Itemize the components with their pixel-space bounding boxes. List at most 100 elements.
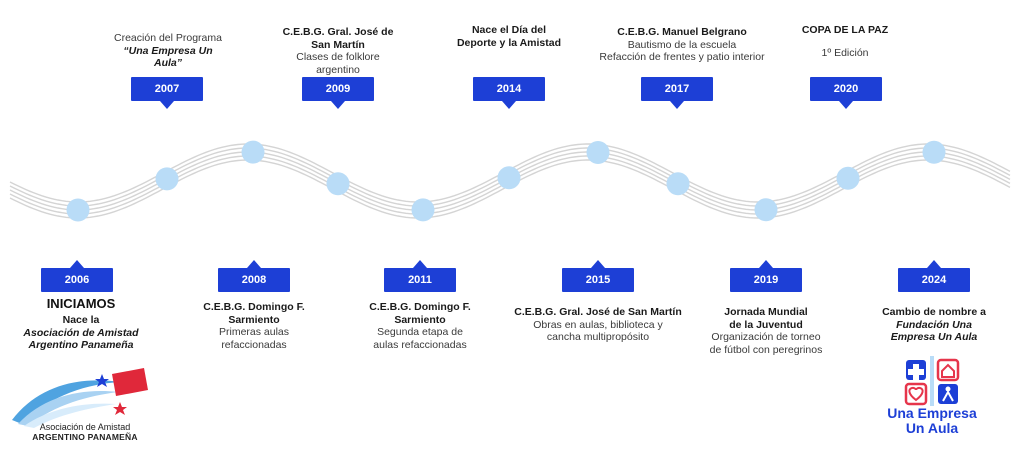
- event-2017-line2: Bautismo de la escuela: [627, 38, 737, 51]
- logo-swoosh-light: [18, 391, 118, 426]
- event-2017-line3: Refacción de frentes y patio interior: [599, 51, 765, 63]
- timeline-node: [411, 198, 435, 222]
- event-2020-line2: 1º Edición: [821, 46, 869, 59]
- una-empresa-logo-line1: Una Empresa: [887, 405, 977, 421]
- event-2009-line1: C.E.B.G. Gral. José de: [282, 26, 394, 38]
- event-2019-line3: Organización de torneo: [711, 331, 821, 343]
- asociacion-logo-text: Asociación de Amistad ARGENTINO PANAMEÑA: [22, 422, 148, 442]
- year-tag-2017: 2017: [641, 77, 713, 109]
- timeline-node: [497, 166, 521, 190]
- year-tag-2008: 2008: [218, 260, 290, 292]
- year-tag-2015: 2015: [562, 260, 634, 292]
- year-tag-2009: 2009: [302, 77, 374, 109]
- event-2019-text: Jornada Mundial de la Juventud Organizac…: [690, 306, 842, 356]
- year-label-2015: 2015: [562, 268, 634, 292]
- event-2008-line2: Sarmiento: [228, 313, 280, 326]
- timeline-node: [241, 140, 265, 164]
- event-2006-line2: Nace la: [62, 314, 100, 326]
- timeline-node: [155, 167, 179, 191]
- pointer-2009: [331, 101, 345, 109]
- logo-swoosh-pale: [24, 403, 116, 428]
- timeline-node: [66, 198, 90, 222]
- event-2011-text: C.E.B.G. Domingo F. Sarmiento Segunda et…: [350, 301, 490, 351]
- year-tag-2007: 2007: [131, 77, 203, 109]
- event-2006-line3: Asociación de Amistad: [23, 326, 139, 339]
- year-tag-2014: 2014: [473, 77, 545, 109]
- event-2014-line1: Nace el Día del: [471, 24, 547, 36]
- heart-icon: [908, 386, 924, 402]
- event-2007-line1: Creación del Programa: [114, 32, 222, 44]
- event-2019-line4: de fútbol con peregrinos: [709, 343, 823, 356]
- event-2014-text: Nace el Día del Deporte y la Amistad: [434, 24, 584, 49]
- pointer-2011: [413, 260, 427, 268]
- event-2008-text: C.E.B.G. Domingo F. Sarmiento Primeras a…: [184, 301, 324, 351]
- pointer-2019: [759, 260, 773, 268]
- event-2009-line3: Clases de folklore: [296, 51, 380, 63]
- flag-red-icon: [112, 368, 148, 396]
- timeline-node: [754, 198, 778, 222]
- year-label-2006: 2006: [41, 268, 113, 292]
- logo-heart-tile: [904, 382, 928, 406]
- year-tag-2020: 2020: [810, 77, 882, 109]
- event-2006-text: INICIAMOS Nace la Asociación de Amistad …: [6, 296, 156, 352]
- pointer-2006: [70, 260, 84, 268]
- timeline-node: [586, 141, 610, 164]
- wave-nodes: [66, 140, 946, 222]
- year-label-2008: 2008: [218, 268, 290, 292]
- pointer-2014: [502, 101, 516, 109]
- event-2019-line2: de la Juventud: [729, 318, 803, 331]
- una-empresa-logo-text: Una Empresa Un Aula: [862, 406, 1002, 436]
- year-label-2017: 2017: [641, 77, 713, 101]
- event-2009-text: C.E.B.G. Gral. José de San Martín Clases…: [268, 26, 408, 76]
- event-2007-line3: Aula”: [153, 57, 182, 69]
- event-2017-line1: C.E.B.G. Manuel Belgrano: [617, 26, 747, 38]
- year-label-2007: 2007: [131, 77, 203, 101]
- year-tag-2006: 2006: [41, 260, 113, 292]
- pointer-2007: [160, 101, 174, 109]
- event-2011-line2: Sarmiento: [394, 313, 446, 326]
- logo-house-tile: [936, 358, 960, 382]
- event-2015-text: C.E.B.G. Gral. José de San Martín Obras …: [500, 306, 696, 344]
- year-label-2014: 2014: [473, 77, 545, 101]
- event-2020-text: COPA DE LA PAZ 1º Edición: [790, 24, 900, 59]
- event-2015-line2: Obras en aulas, biblioteca y: [533, 318, 663, 331]
- year-tag-2011: 2011: [384, 260, 456, 292]
- year-label-2009: 2009: [302, 77, 374, 101]
- event-2008-line1: C.E.B.G. Domingo F.: [203, 301, 305, 313]
- asociacion-logo: [12, 368, 148, 428]
- star-blue-icon: [95, 374, 109, 387]
- event-2024-line1: Cambio de nombre a: [882, 306, 986, 318]
- event-2017-text: C.E.B.G. Manuel Belgrano Bautismo de la …: [582, 26, 782, 64]
- una-empresa-logo: [904, 356, 960, 406]
- pointer-2015: [591, 260, 605, 268]
- timeline-node: [836, 166, 860, 190]
- event-2015-line1: C.E.B.G. Gral. José de San Martín: [514, 306, 682, 318]
- event-2009-line4: argentino: [316, 63, 360, 76]
- year-tag-2019: 2019: [730, 260, 802, 292]
- asociacion-logo-line1: Asociación de Amistad: [39, 422, 131, 432]
- pointer-2020: [839, 101, 853, 109]
- event-2011-line4: aulas refaccionadas: [373, 338, 467, 351]
- una-empresa-logo-line2: Un Aula: [905, 420, 959, 436]
- event-2020-line1: COPA DE LA PAZ: [801, 24, 889, 36]
- person-body-icon: [942, 389, 954, 402]
- pointer-2008: [247, 260, 261, 268]
- pointer-2017: [670, 101, 684, 109]
- event-2024-line3: Empresa Un Aula: [890, 331, 978, 343]
- house-icon: [941, 363, 955, 378]
- event-2009-line2: San Martín: [311, 38, 365, 51]
- event-2008-line3: Primeras aulas: [218, 326, 290, 338]
- year-label-2011: 2011: [384, 268, 456, 292]
- event-2007-line2: “Una Empresa Un: [123, 44, 213, 57]
- event-2019-line1: Jornada Mundial: [724, 306, 808, 318]
- timeline-node: [666, 172, 690, 196]
- year-label-2019: 2019: [730, 268, 802, 292]
- event-2014-line2: Deporte y la Amistad: [456, 36, 562, 49]
- year-label-2024: 2024: [898, 268, 970, 292]
- timeline-node: [326, 172, 350, 196]
- event-2015-line3: cancha multipropósito: [546, 331, 650, 343]
- plus-icon: [908, 364, 924, 380]
- logo-pencil: [930, 356, 934, 406]
